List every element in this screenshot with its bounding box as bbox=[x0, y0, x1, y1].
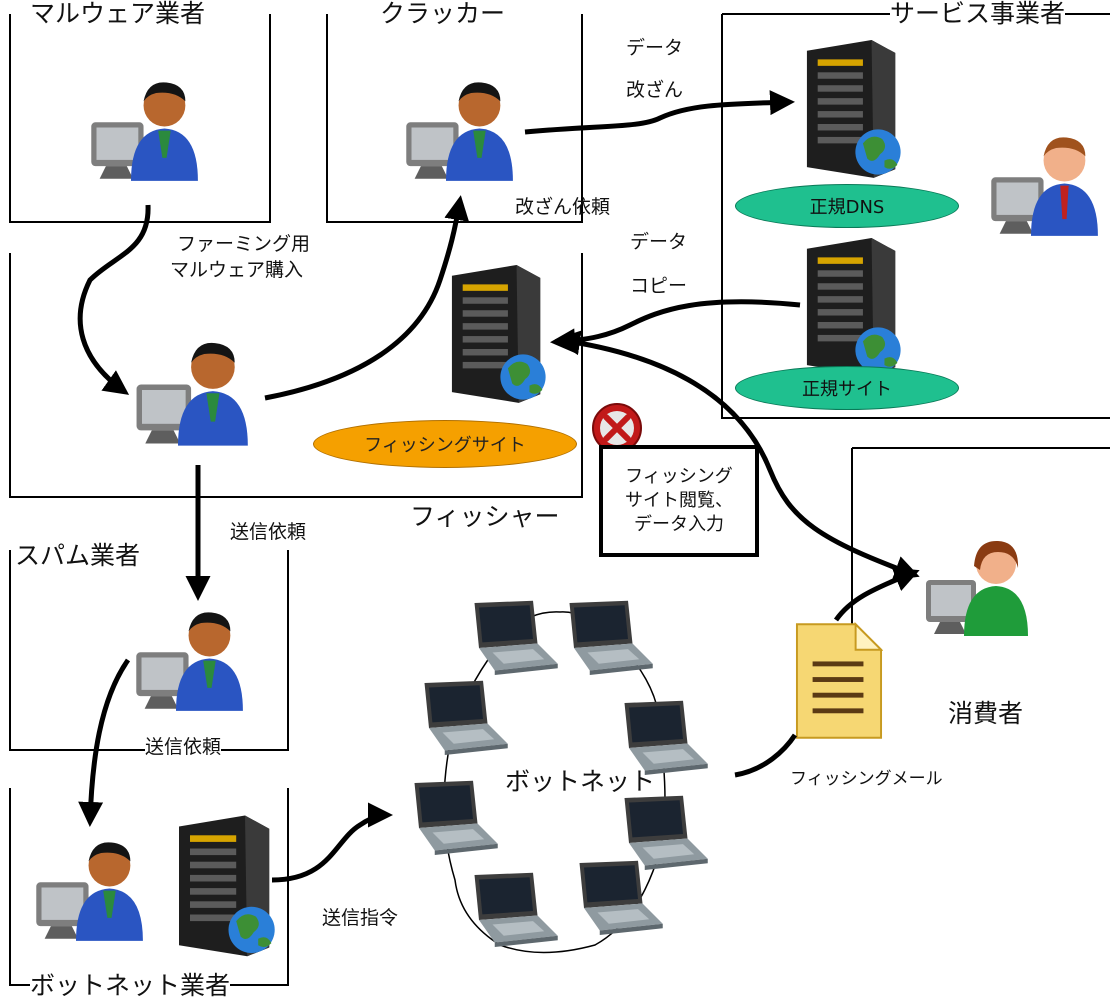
legit-dns-pill: 正規DNS bbox=[735, 184, 959, 228]
cracker-person-icon bbox=[406, 82, 513, 181]
data-copy-label-1: データ bbox=[630, 231, 688, 253]
legit-dns-server-icon bbox=[806, 40, 901, 178]
consumer-label: 消費者 bbox=[942, 699, 1030, 729]
malware-vendor-person-icon bbox=[91, 82, 198, 181]
browse-phishing-callout: フィッシング サイト閲覧、 データ入力 bbox=[599, 445, 759, 557]
consumer-person-icon bbox=[926, 540, 1028, 636]
phishing-site-pill: フィッシングサイト bbox=[313, 420, 577, 468]
laptop-icon bbox=[624, 795, 708, 870]
frame-cracker bbox=[326, 14, 583, 223]
data-tamper-label-1: データ bbox=[626, 37, 684, 59]
arrow-copy-to-phishing bbox=[550, 299, 801, 354]
botnet-operator-label: ボットネット業者 bbox=[30, 971, 231, 1001]
legit-site-label: 正規サイト bbox=[802, 379, 892, 400]
legit-site-server-icon bbox=[806, 238, 901, 376]
botnet-server-icon bbox=[179, 815, 275, 957]
callout-line-1: フィッシング bbox=[625, 465, 733, 487]
arrow-browse-phishing bbox=[555, 330, 920, 580]
phisher-label: フィッシャー bbox=[410, 502, 560, 532]
arrow-data-tamper bbox=[524, 90, 795, 135]
malware-vendor-label: マルウェア業者 bbox=[30, 0, 206, 29]
send-request-label-1: 送信依頼 bbox=[230, 521, 307, 543]
malware-buy-label-2: マルウェア購入 bbox=[170, 259, 304, 282]
tamper-request-label: 改ざん依頼 bbox=[515, 196, 611, 218]
phisher-person-icon bbox=[136, 342, 248, 446]
laptop-icon bbox=[414, 780, 498, 855]
legit-dns-label: 正規DNS bbox=[809, 197, 885, 218]
callout-line-2: サイト閲覧、 bbox=[625, 489, 733, 511]
laptop-icon bbox=[569, 600, 653, 675]
frame-spam-vendor bbox=[9, 550, 289, 751]
service-staff-person-icon bbox=[991, 137, 1098, 236]
phishing-site-server-icon bbox=[451, 265, 546, 403]
laptop-icon bbox=[624, 700, 708, 775]
arrow-send-request-2 bbox=[78, 658, 131, 827]
arrow-send-command bbox=[271, 802, 393, 883]
phishing-mail-label: フィッシングメール bbox=[790, 769, 943, 789]
cracker-label: クラッカー bbox=[380, 0, 506, 29]
arrow-mail-to-consumer bbox=[833, 567, 920, 622]
data-tamper-label-2: 改ざん bbox=[626, 79, 684, 101]
botnet-operator-person-icon bbox=[36, 842, 143, 941]
phishing-site-label: フィッシングサイト bbox=[364, 435, 526, 456]
phishing-mail-document-icon bbox=[795, 623, 883, 739]
send-command-label: 送信指令 bbox=[322, 907, 399, 929]
laptop-icon bbox=[424, 680, 508, 755]
data-copy-label-2: コピー bbox=[630, 275, 688, 297]
arrow-request-tamper bbox=[264, 195, 470, 401]
botnet-label: ボットネット bbox=[505, 767, 656, 796]
service-provider-label: サービス事業者 bbox=[890, 0, 1066, 29]
send-request-label-2: 送信依頼 bbox=[145, 736, 222, 759]
legit-site-pill: 正規サイト bbox=[735, 366, 959, 410]
arrow-botnet-to-mail bbox=[734, 733, 798, 778]
laptop-icon bbox=[474, 600, 558, 675]
malware-buy-label-1: ファーミング用 bbox=[177, 233, 311, 256]
spam-vendor-label: スパム業者 bbox=[15, 541, 141, 571]
frame-malware-vendor bbox=[9, 14, 271, 223]
arrow-buy-malware bbox=[77, 204, 151, 395]
laptop-icon bbox=[579, 860, 663, 935]
callout-line-3: データ入力 bbox=[634, 514, 724, 536]
spam-vendor-person-icon bbox=[136, 612, 243, 711]
